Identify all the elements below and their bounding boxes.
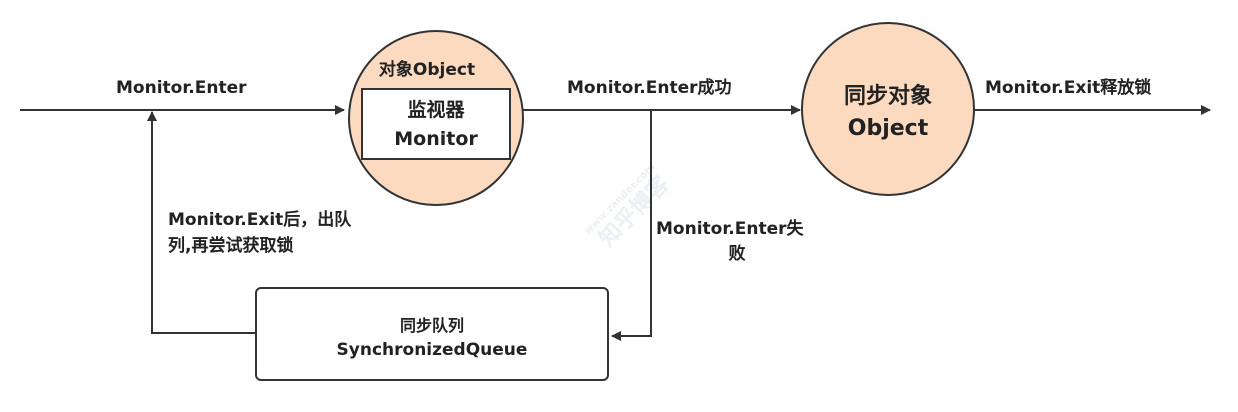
edge-label-exit: Monitor.Exit释放锁: [985, 77, 1151, 98]
queue-node: 同步队列 SynchronizedQueue: [255, 287, 609, 381]
queue-label-en: SynchronizedQueue: [337, 340, 528, 360]
edge-label-enter-fail-2: 败: [729, 243, 746, 264]
queue-label-cn: 同步队列: [400, 316, 464, 335]
sync-object-circle: [801, 22, 975, 196]
edge-label-enter-fail-1: Monitor.Enter失: [656, 218, 805, 239]
edge-retry: [147, 111, 256, 334]
queue-box: [255, 287, 609, 381]
edge-label-retry-1: Monitor.Exit后，出队: [168, 209, 352, 230]
watermark: www.zander.com 知乎博客: [583, 162, 676, 252]
edge-label-enter: Monitor.Enter: [116, 78, 247, 98]
sync-object-node: 同步对象 Object: [801, 22, 975, 196]
object-title: 对象Object: [379, 59, 475, 80]
sync-object-label-cn: 同步对象: [844, 83, 932, 109]
monitor-label-cn: 监视器: [407, 98, 465, 121]
monitor-box: [361, 88, 511, 160]
edge-label-retry-2: 列,再尝试获取锁: [168, 235, 293, 256]
monitor-label-en: Monitor: [394, 128, 478, 150]
edge-enter-fail: [611, 110, 652, 341]
edge-label-enter-success: Monitor.Enter成功: [567, 77, 732, 98]
object-monitor-node: 对象Object 监视器 Monitor: [348, 30, 524, 206]
sync-object-label-en: Object: [848, 116, 929, 141]
